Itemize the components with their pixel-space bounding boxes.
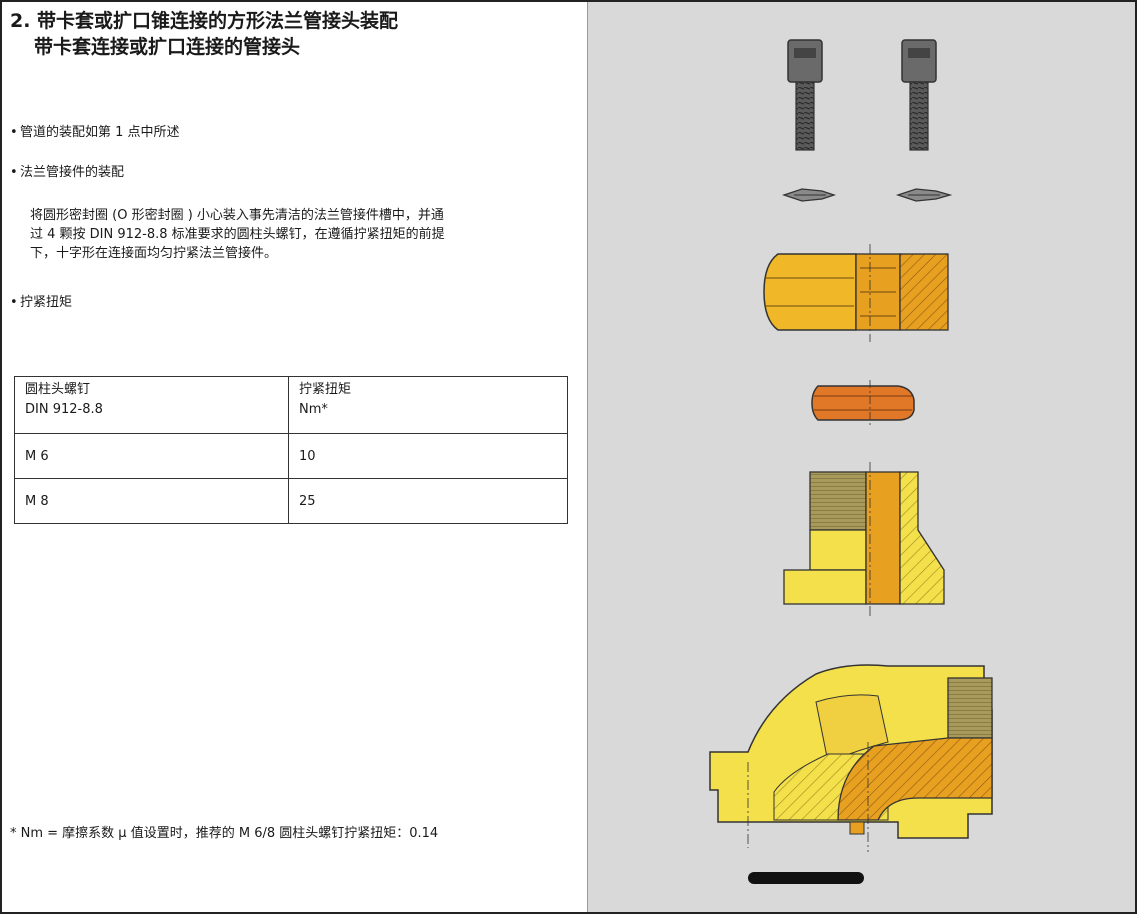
title-line-2: 带卡套连接或扩口连接的管接头	[34, 36, 301, 58]
tube-icon	[748, 872, 864, 884]
flange-elbow-icon	[709, 664, 993, 852]
exploded-assembly-illustration	[709, 39, 993, 884]
bullet-item: •管道的装配如第 1 点中所述	[10, 124, 180, 142]
header-label: Nm*	[299, 402, 328, 417]
paragraph-line: 将圆形密封圈 (O 形密封圈 ) 小心装入事先清洁的法兰管接件槽中，并通	[30, 208, 444, 223]
header-cell-screw: 圆柱头螺钉 DIN 912-8.8	[14, 376, 289, 434]
cutting-ring-icon	[811, 380, 915, 428]
bullet-item: •法兰管接件的装配	[10, 164, 124, 182]
paragraph-line: 下，十字形在连接面均匀拧紧法兰管接件。	[30, 246, 278, 261]
bolt-icon	[787, 39, 823, 151]
cell-torque: 10	[288, 433, 568, 479]
bullet-text: 管道的装配如第 1 点中所述	[20, 125, 180, 140]
bullet-dot-icon: •	[10, 295, 18, 310]
page-title: 2. 带卡套或扩口锥连接的方形法兰管接头装配 带卡套连接或扩口连接的管接头	[10, 8, 398, 60]
o-ring-icon	[781, 188, 837, 202]
header-cell-torque: 拧紧扭矩 Nm*	[288, 376, 568, 434]
paragraph-line: 过 4 颗按 DIN 912-8.8 标准要求的圆柱头螺钉，在遵循拧紧扭矩的前提	[30, 227, 445, 242]
union-nut-icon	[763, 244, 949, 342]
bullet-item: •拧紧扭矩	[10, 294, 72, 312]
header-label: DIN 912-8.8	[25, 402, 103, 417]
bullet-dot-icon: •	[10, 165, 18, 180]
torque-table: 圆柱头螺钉 DIN 912-8.8 拧紧扭矩 Nm* M 6 10 M 8 25	[14, 376, 568, 524]
text-column: 2. 带卡套或扩口锥连接的方形法兰管接头装配 带卡套连接或扩口连接的管接头 •管…	[2, 2, 585, 912]
footnote: * Nm = 摩擦系数 μ 值设置时，推荐的 M 6/8 圆柱头螺钉拧紧扭矩：0…	[10, 826, 439, 841]
cell-screw: M 8	[14, 478, 289, 524]
cell-torque: 25	[288, 478, 568, 524]
header-label: 拧紧扭矩	[299, 382, 352, 397]
o-ring-icon	[895, 188, 953, 202]
title-line-1: 2. 带卡套或扩口锥连接的方形法兰管接头装配	[10, 10, 399, 32]
table-row: M 6 10	[14, 433, 568, 479]
cell-screw: M 6	[14, 433, 289, 479]
bolt-icon	[901, 39, 937, 151]
illustration-panel	[587, 2, 1135, 912]
bullet-text: 法兰管接件的装配	[20, 165, 125, 180]
table-header-row: 圆柱头螺钉 DIN 912-8.8 拧紧扭矩 Nm*	[14, 376, 568, 434]
connector-body-icon	[783, 462, 945, 616]
assembly-paragraph: 将圆形密封圈 (O 形密封圈 ) 小心装入事先清洁的法兰管接件槽中，并通 过 4…	[30, 206, 568, 263]
header-label: 圆柱头螺钉	[25, 382, 91, 397]
bullet-text: 拧紧扭矩	[20, 295, 73, 310]
table-row: M 8 25	[14, 478, 568, 524]
bullet-dot-icon: •	[10, 125, 18, 140]
